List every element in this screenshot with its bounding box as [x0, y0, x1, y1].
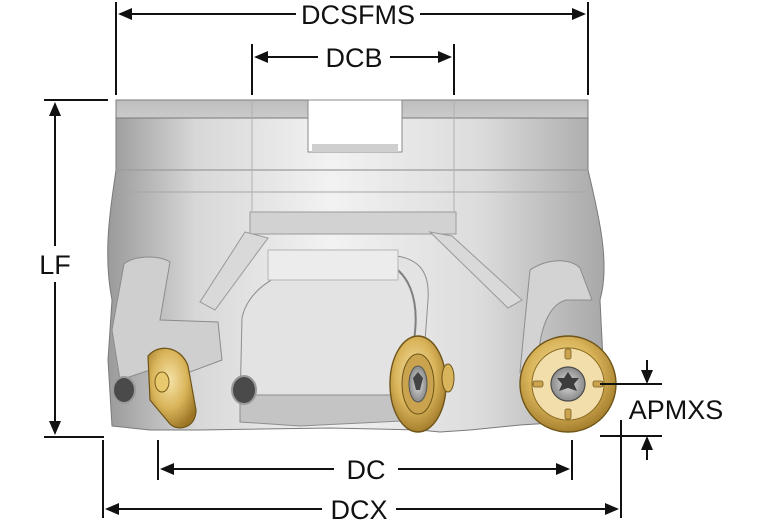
insert-right: [519, 335, 617, 433]
insert-center: [389, 335, 455, 433]
coolant-hole-icon: [112, 376, 136, 404]
coolant-hole-icon: [231, 375, 257, 405]
body-slot: [307, 99, 403, 153]
band-key: [249, 211, 457, 235]
chip-pocket-window: [267, 249, 399, 281]
label-dcb: DCB: [325, 43, 382, 73]
dimension-lines: [44, 2, 662, 518]
label-dc: DC: [347, 455, 386, 485]
insert-screw-icon: [154, 371, 170, 393]
strut-right: [428, 231, 523, 309]
label-dcx: DCX: [330, 495, 387, 523]
label-apmxs: APMXS: [629, 395, 724, 425]
cutter-body: [107, 99, 605, 433]
insert-left: [147, 347, 197, 429]
label-dcsfms: DCSFMS: [301, 0, 415, 30]
strut-left: [199, 231, 269, 311]
body-slot-floor: [312, 144, 398, 152]
label-lf: LF: [39, 250, 71, 280]
